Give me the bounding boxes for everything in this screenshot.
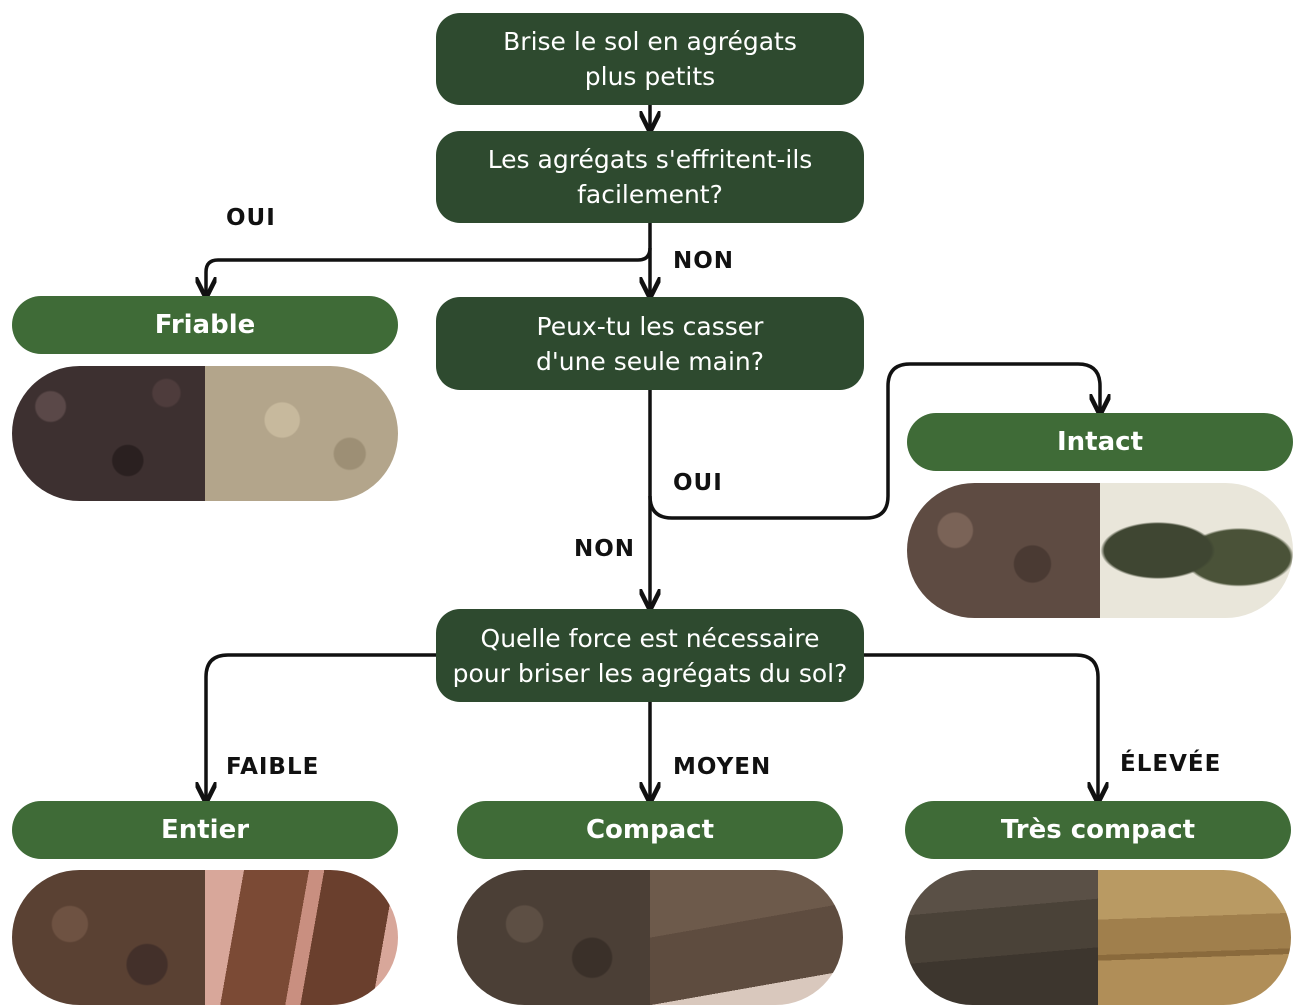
result-intact: Intact — [907, 413, 1293, 471]
result-friable: Friable — [12, 296, 398, 354]
photo-compact — [457, 870, 843, 1005]
photo-entier — [12, 870, 398, 1005]
photo-tres-compact-right — [1098, 870, 1291, 1005]
label-non-q4: NON — [574, 536, 636, 562]
photo-compact-right — [650, 870, 843, 1005]
photo-tres-compact — [905, 870, 1291, 1005]
question-break-soil: Brise le sol en agrégats plus petits — [436, 13, 864, 105]
label-non-q3: NON — [673, 248, 735, 274]
result-compact: Compact — [457, 801, 843, 859]
arrow-q3-intact — [648, 362, 1100, 520]
photo-intact-right — [1100, 483, 1293, 618]
photo-friable — [12, 366, 398, 501]
question-force-needed: Quelle force est nécessaire pour briser … — [436, 609, 864, 702]
photo-intact — [907, 483, 1293, 618]
label-oui-intact: OUI — [673, 470, 723, 496]
photo-friable-left — [12, 366, 205, 501]
result-entier: Entier — [12, 801, 398, 859]
question-crumble-easily: Les agrégats s'effritent-ils facilement? — [436, 131, 864, 223]
arrow-q4-tres-compact — [864, 653, 1098, 799]
arrow-q4-entier — [206, 653, 436, 799]
question-break-one-hand: Peux-tu les casser d'une seule main? — [436, 297, 864, 390]
result-tres-compact: Très compact — [905, 801, 1291, 859]
photo-friable-right — [205, 366, 398, 501]
photo-intact-left — [907, 483, 1100, 618]
label-elevee: ÉLEVÉE — [1120, 751, 1222, 777]
photo-entier-right — [205, 870, 398, 1005]
photo-compact-left — [457, 870, 650, 1005]
label-oui-friable: OUI — [226, 205, 276, 231]
photo-tres-compact-left — [905, 870, 1098, 1005]
photo-entier-left — [12, 870, 205, 1005]
label-faible: FAIBLE — [226, 754, 320, 780]
arrow-q2-friable — [206, 223, 652, 294]
label-moyen: MOYEN — [673, 754, 772, 780]
